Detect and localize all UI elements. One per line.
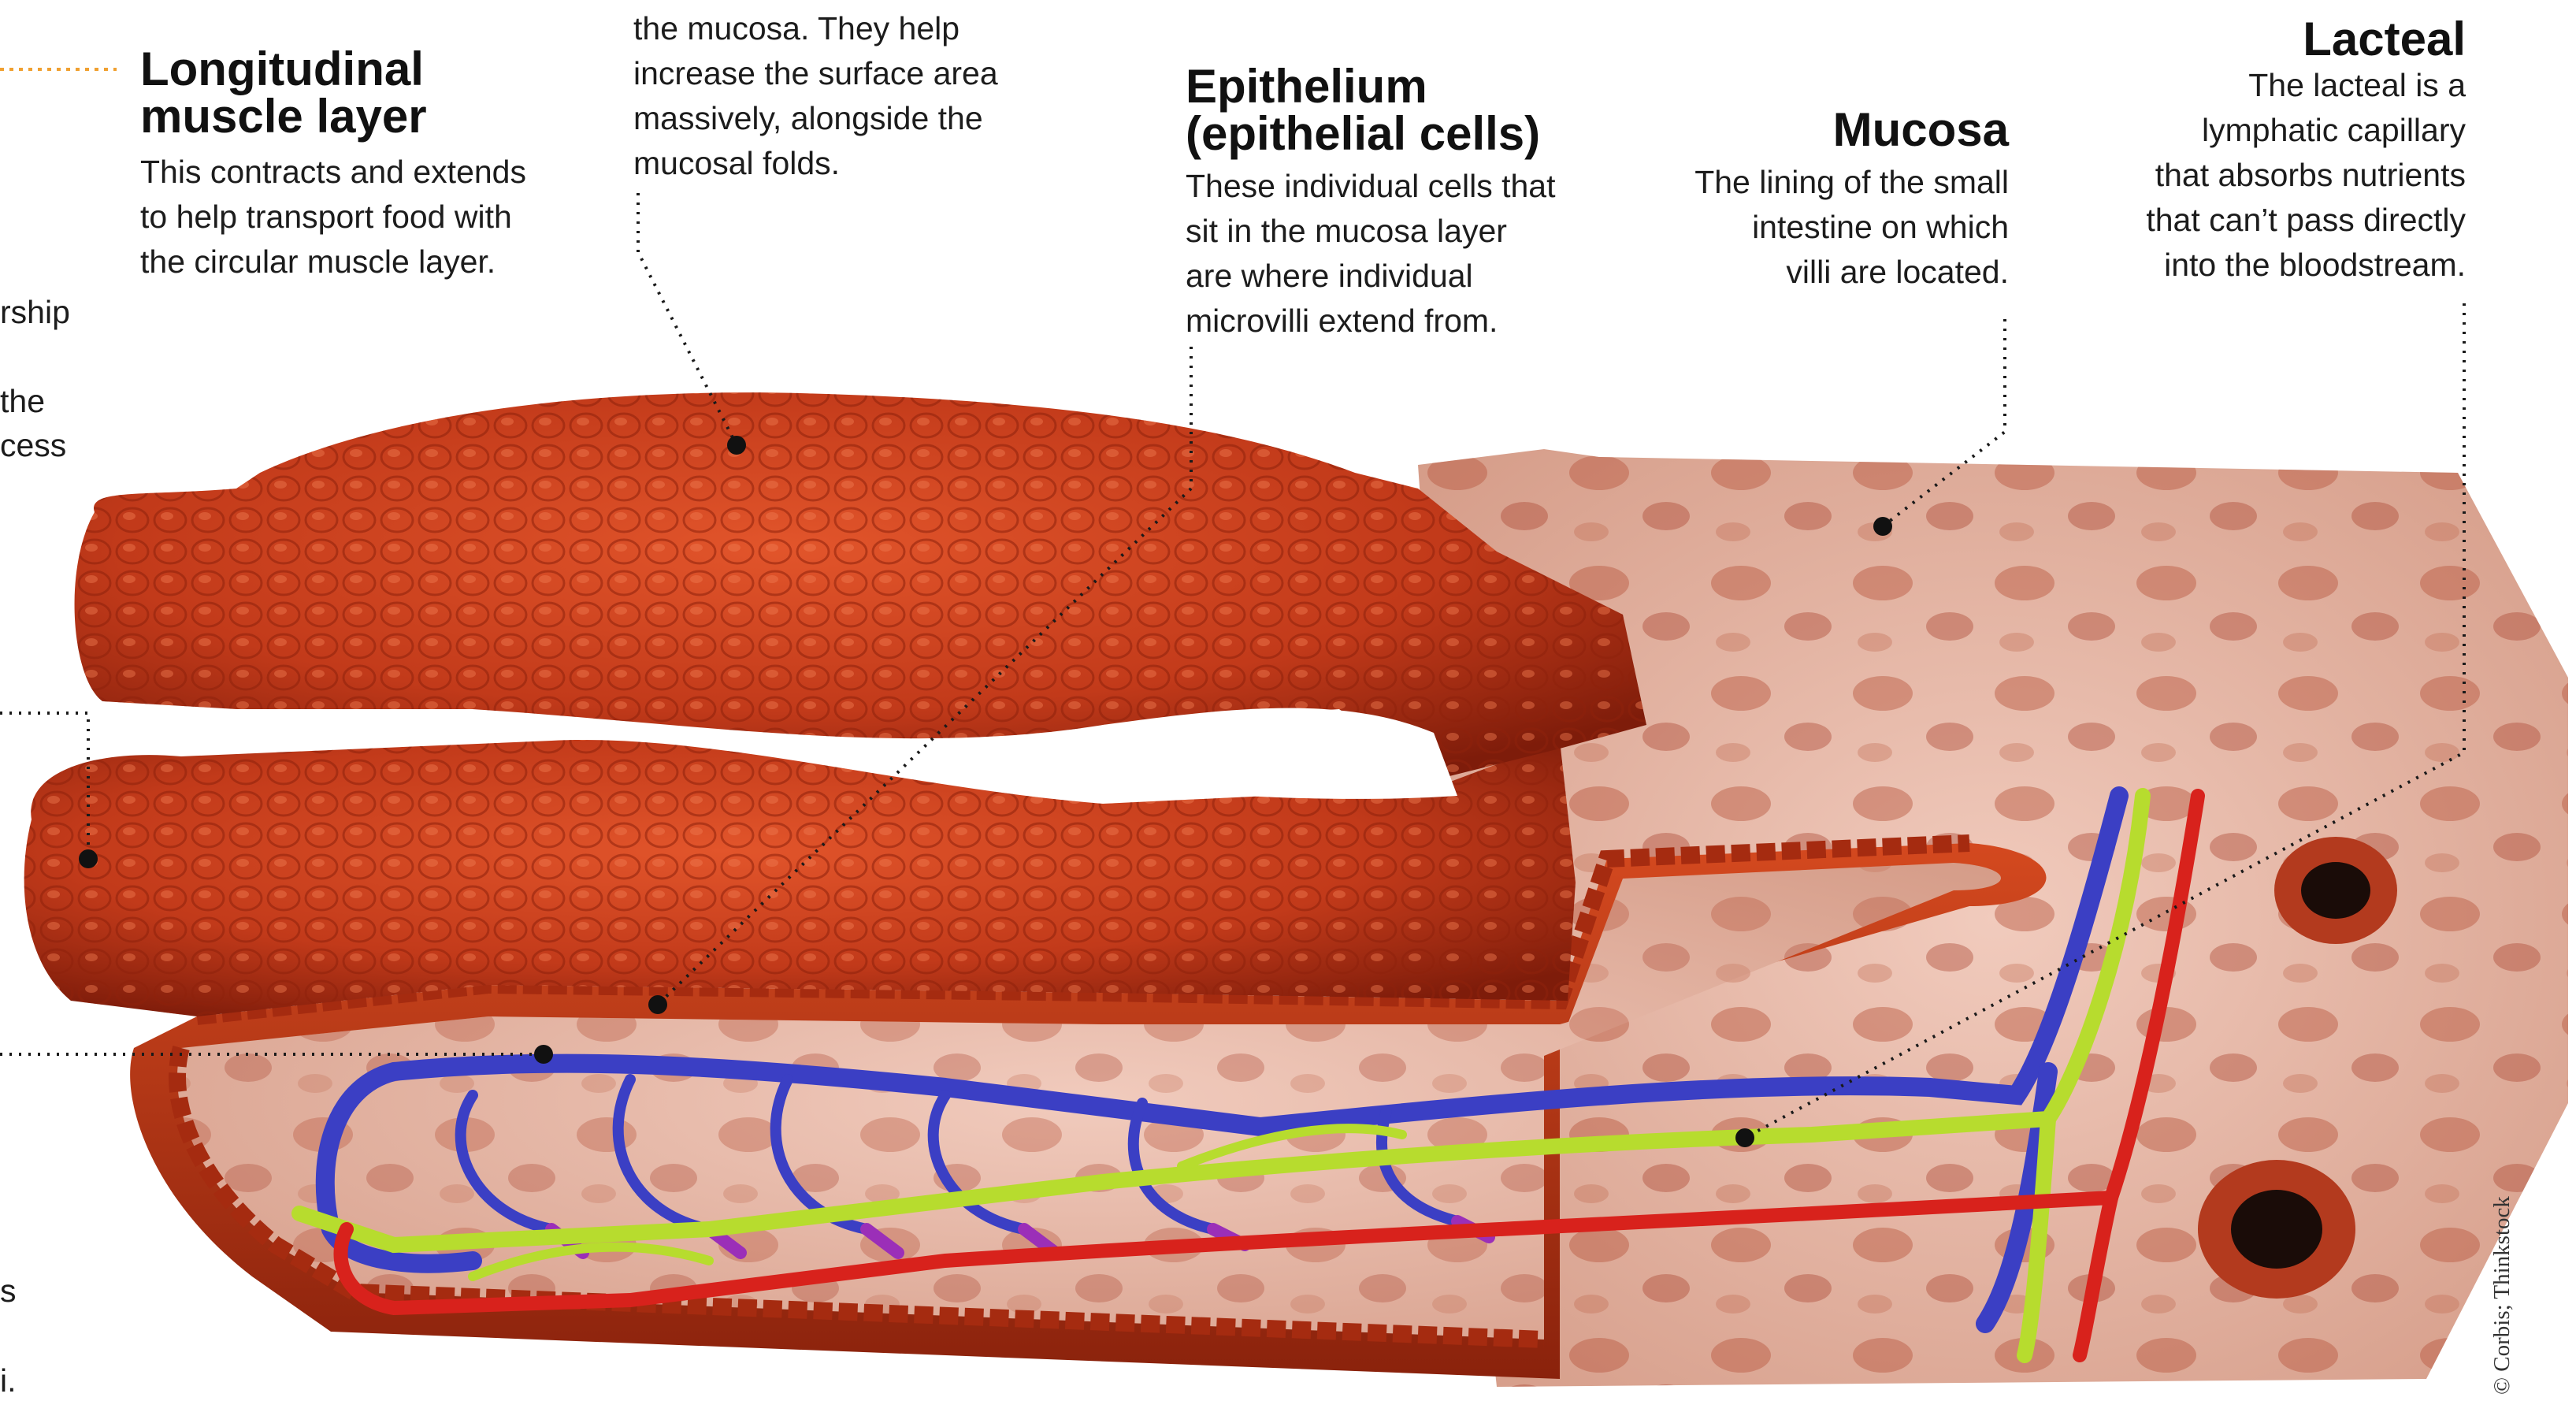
left-fragment-2: the <box>0 379 45 424</box>
epithelium-body-1: These individual cells that <box>1186 164 1555 209</box>
villi-body-4: mucosal folds. <box>633 141 998 186</box>
longitudinal-body-1: This contracts and extends <box>140 150 526 195</box>
epithelium-body-2: sit in the mucosa layer <box>1186 209 1555 254</box>
lacteal-label: Lacteal The lacteal is a lymphatic capil… <box>2048 16 2466 288</box>
epithelium-body-4: microvilli extend from. <box>1186 299 1555 344</box>
epithelium-title-line2: (epithelial cells) <box>1186 110 1555 158</box>
epithelium-label: Epithelium (epithelial cells) These indi… <box>1186 63 1555 344</box>
lacteal-body-1: The lacteal is a <box>2048 63 2466 108</box>
leader-dot <box>648 995 667 1014</box>
upper-fold <box>75 392 1646 799</box>
mucosa-label: Mucosa The lining of the small intestine… <box>1611 106 2009 295</box>
epithelium-title-line1: Epithelium <box>1186 63 1555 110</box>
lacteal-body-5: into the bloodstream. <box>2048 243 2466 288</box>
lacteal-body-4: that can’t pass directly <box>2048 198 2466 243</box>
photo-credit: © Corbis; Thinkstock <box>2489 1196 2515 1395</box>
lacteal-title: Lacteal <box>2048 16 2466 63</box>
leader-dot <box>1873 517 1892 536</box>
longitudinal-body-3: the circular muscle layer. <box>140 240 526 284</box>
villi-body-1: the mucosa. They help <box>633 6 998 51</box>
leader-dot <box>534 1045 553 1064</box>
longitudinal-label: Longitudinal muscle layer This contracts… <box>140 46 526 284</box>
villi-body-3: massively, alongside the <box>633 96 998 141</box>
mucosa-title: Mucosa <box>1611 106 2009 154</box>
mucosa-body-1: The lining of the small <box>1611 160 2009 205</box>
mucosa-body-2: intestine on which <box>1611 205 2009 250</box>
left-fragment-5: i. <box>0 1358 17 1403</box>
leader-dot <box>79 849 98 868</box>
left-fragment-4: s <box>0 1269 17 1314</box>
villi-label: the mucosa. They help increase the surfa… <box>633 6 998 186</box>
leader-dot <box>1735 1128 1754 1147</box>
mucosa-body-3: villi are located. <box>1611 250 2009 295</box>
lacteal-body-3: that absorbs nutrients <box>2048 153 2466 198</box>
longitudinal-body-2: to help transport food with <box>140 195 526 240</box>
epithelium-body-3: are where individual <box>1186 254 1555 299</box>
longitudinal-title-line2: muscle layer <box>140 93 526 140</box>
lacteal-body-2: lymphatic capillary <box>2048 108 2466 153</box>
villi-body-2: increase the surface area <box>633 51 998 96</box>
left-fragment-3: cess <box>0 423 66 468</box>
longitudinal-title-line1: Longitudinal <box>140 46 526 93</box>
leader-dot <box>727 436 746 455</box>
left-fragment-1: rship <box>0 290 70 335</box>
